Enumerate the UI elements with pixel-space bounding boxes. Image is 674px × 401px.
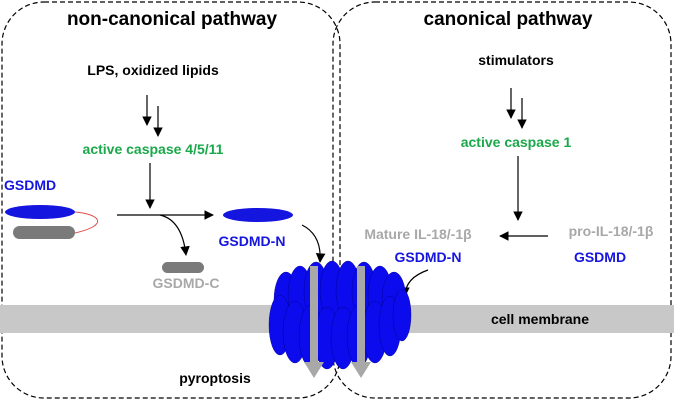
gsdmd-n-to-pore-arrow [301, 224, 326, 263]
release-arrow-left [304, 266, 324, 378]
gsdmd-n-right-to-pore-arrow [400, 269, 429, 297]
gsdmd-n-domain-shape [5, 205, 75, 219]
gsdmd-label-right: GSDMD [574, 249, 626, 265]
caspase-4-5-11-label: active caspase 4/5/11 [83, 141, 224, 157]
canonical-stimulus: stimulators [478, 52, 554, 68]
cell-membrane-label: cell membrane [491, 311, 589, 327]
release-arrow-right [351, 266, 371, 378]
gsdmd-label-left: GSDMD [4, 177, 56, 193]
canonical-panel-frame [332, 1, 672, 399]
gsdmd-c-label: GSDMD-C [153, 275, 220, 291]
gsdmd-n-label-left: GSDMD-N [219, 233, 286, 249]
gsdmd-n-label-right: GSDMD-N [395, 249, 462, 265]
gsdmd-linker [74, 211, 99, 234]
pyroptosis-label: pyroptosis [179, 370, 251, 386]
gsdmd-c-domain-shape [13, 226, 75, 239]
gsdmd-c-fragment-shape [162, 262, 204, 273]
pore-subunit [392, 288, 412, 342]
gasdermin-pore [268, 260, 412, 370]
pro-il-label: pro-IL-18/-1β [569, 223, 654, 239]
non-canonical-panel-frame [1, 1, 341, 399]
gsdmd-n-fragment-shape [223, 208, 293, 222]
caspase-1-label: active caspase 1 [461, 134, 572, 150]
mature-il-label: Mature IL-18/-1β [364, 226, 472, 242]
canonical-title: canonical pathway [424, 9, 593, 30]
non-canonical-stimulus: LPS, oxidized lipids [87, 62, 219, 78]
gsdmd-c-release-arrow [159, 214, 190, 256]
non-canonical-title: non-canonical pathway [67, 9, 278, 30]
